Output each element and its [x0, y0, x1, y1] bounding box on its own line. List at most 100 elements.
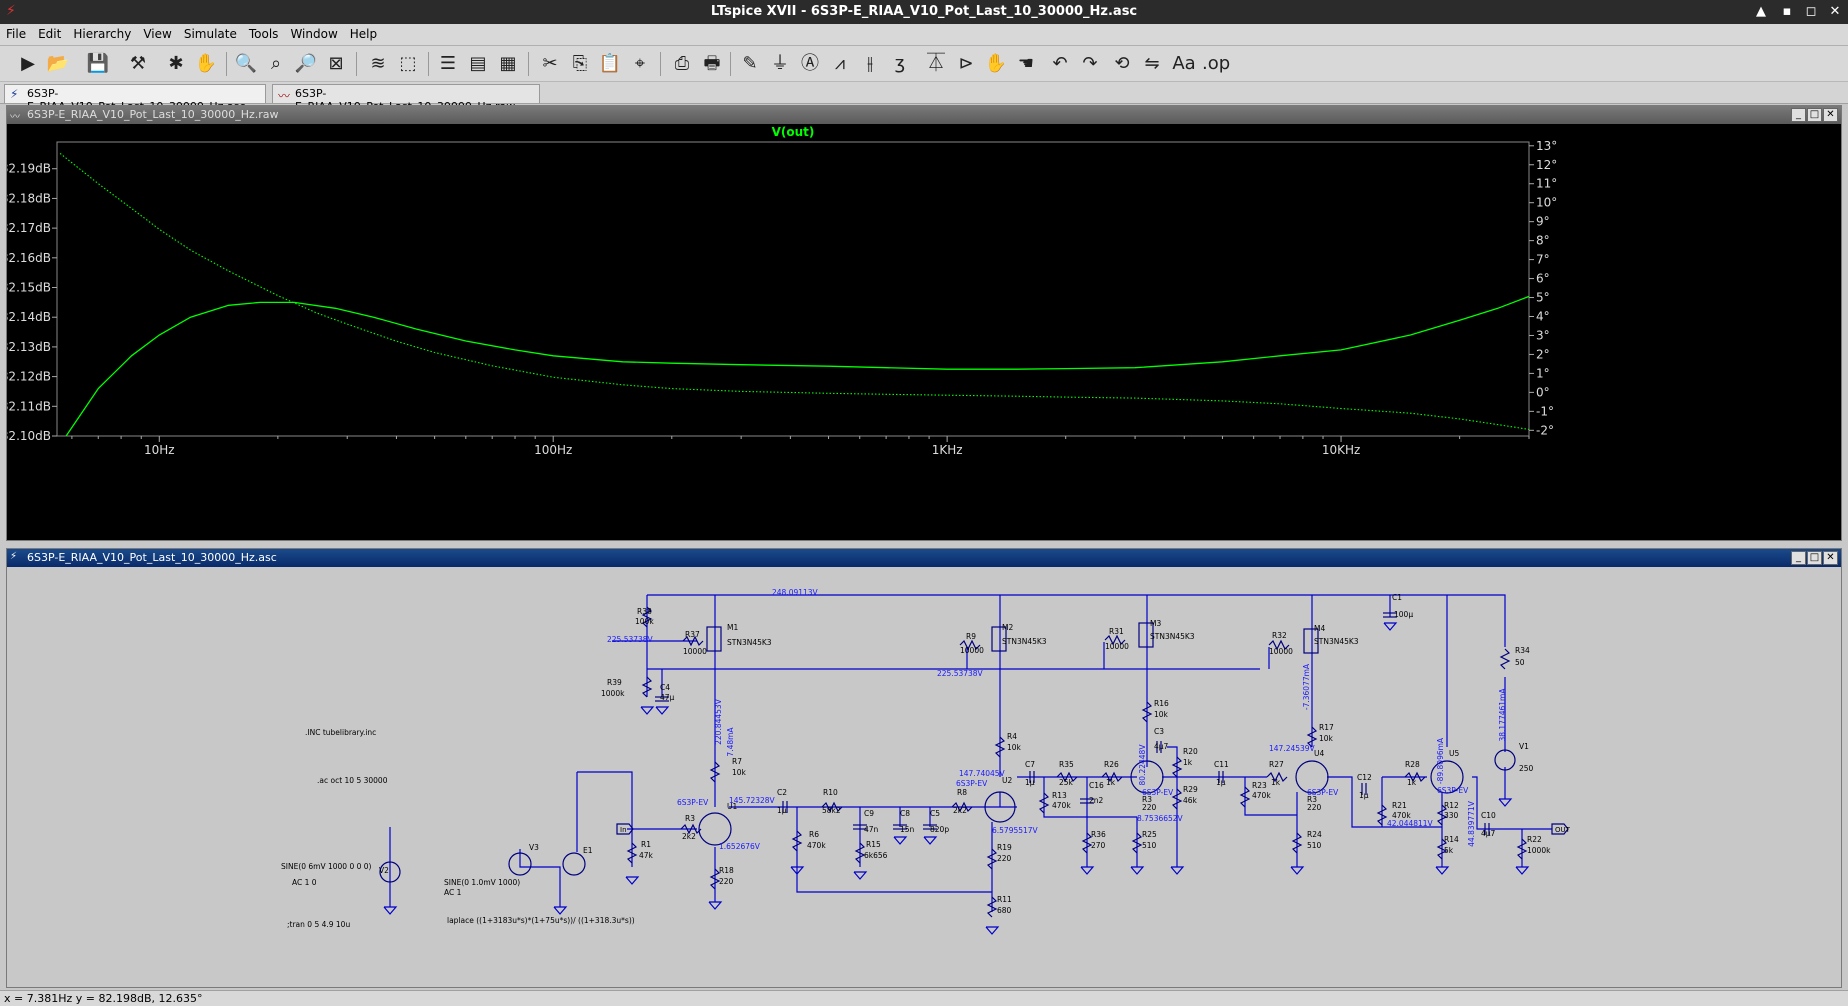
- schematic-label[interactable]: 220: [1307, 803, 1322, 812]
- schematic-label[interactable]: R6: [809, 830, 819, 839]
- schematic-label[interactable]: STN3N45K3: [1002, 637, 1047, 646]
- tube-u3[interactable]: [1130, 760, 1164, 794]
- schematic-label[interactable]: R3: [1142, 795, 1152, 804]
- plot-area[interactable]: V(out)82.19dB82.18dB82.17dB82.16dB82.15d…: [1, 124, 1841, 540]
- resistor-r32[interactable]: [1268, 639, 1290, 651]
- net-flag-out[interactable]: [1551, 823, 1569, 835]
- resistor-r24[interactable]: [1291, 832, 1303, 854]
- schematic-label[interactable]: 47µ: [660, 693, 675, 702]
- schematic-label[interactable]: 330: [1444, 811, 1459, 820]
- resistor-r38[interactable]: [641, 606, 653, 628]
- mosfet-m2[interactable]: [991, 626, 1007, 652]
- ground-icon[interactable]: [708, 901, 723, 910]
- schematic-label[interactable]: .ac oct 10 5 30000: [317, 776, 388, 785]
- schematic-label[interactable]: 10000: [1269, 647, 1293, 656]
- ground-icon[interactable]: [553, 906, 568, 915]
- resistor-r12[interactable]: [1436, 804, 1448, 826]
- resistor-r34[interactable]: [1499, 648, 1511, 670]
- tube-u2[interactable]: [984, 791, 1016, 823]
- schematic-label[interactable]: 1µ: [1216, 778, 1226, 787]
- schematic-label[interactable]: R27: [1269, 760, 1284, 769]
- ground-icon[interactable]: [1383, 622, 1398, 631]
- find-icon[interactable]: ⌖: [634, 53, 646, 74]
- ground-icon[interactable]: [985, 926, 1000, 935]
- schematic-label[interactable]: 1k: [1106, 778, 1116, 787]
- resistor-r9[interactable]: [959, 639, 981, 651]
- mosfet-m4[interactable]: [1303, 628, 1319, 654]
- cut-icon[interactable]: ✂: [542, 53, 558, 74]
- schematic-label[interactable]: 147.24539V: [1269, 744, 1316, 753]
- resistor-r27[interactable]: [1266, 771, 1288, 783]
- control-panel-icon[interactable]: ⚒: [129, 53, 147, 74]
- menu-view[interactable]: View: [143, 27, 172, 41]
- ground-icon[interactable]: [1515, 866, 1530, 875]
- menu-window[interactable]: Window: [290, 27, 338, 41]
- resistor-r25[interactable]: [1131, 832, 1143, 854]
- subwindow-maximize-icon[interactable]: □: [1807, 108, 1822, 122]
- schematic-label[interactable]: 2n2: [1089, 796, 1104, 805]
- save-icon[interactable]: 💾: [86, 53, 110, 74]
- schematic-label[interactable]: C12: [1357, 773, 1372, 782]
- menu-help[interactable]: Help: [349, 27, 378, 41]
- schematic-label[interactable]: 510: [1142, 841, 1157, 850]
- schematic-label[interactable]: U1: [727, 802, 737, 811]
- schematic-label[interactable]: 470k: [807, 841, 826, 850]
- resistor-r39[interactable]: [641, 676, 653, 698]
- schematic-label[interactable]: 6k656: [864, 851, 888, 860]
- subwindow-close-icon[interactable]: ✕: [1823, 108, 1838, 122]
- schematic-label[interactable]: 10k: [732, 768, 747, 777]
- tile-horizontal-icon[interactable]: ☰: [439, 53, 457, 74]
- schematic-label[interactable]: AC 1 0: [292, 878, 317, 887]
- schematic-label[interactable]: V2: [379, 866, 389, 875]
- schematic-label[interactable]: 10000: [683, 647, 707, 656]
- schematic-label[interactable]: 50: [1515, 658, 1525, 667]
- schematic-label[interactable]: R23: [1252, 781, 1267, 790]
- inductor-icon[interactable]: ʒ: [894, 53, 906, 74]
- subwindow-minimize-icon[interactable]: _: [1791, 108, 1806, 122]
- menu-hierarchy[interactable]: Hierarchy: [73, 27, 132, 41]
- schematic-label[interactable]: 220: [1142, 803, 1157, 812]
- schematic-voltage-label[interactable]: 80.22448V: [1138, 744, 1147, 786]
- window-minimize-icon[interactable]: ▪: [1782, 4, 1792, 19]
- resistor-r15[interactable]: [854, 842, 866, 864]
- schematic-label[interactable]: R12: [1444, 801, 1459, 810]
- schematic-label[interactable]: R3: [685, 814, 695, 823]
- schematic-label[interactable]: C1: [1392, 593, 1402, 602]
- tab-waveform[interactable]: 〰 6S3P-E_RIAA_V10_Pot_Last_10_30000_Hz.r…: [272, 84, 540, 113]
- resistor-r29[interactable]: [1171, 788, 1183, 810]
- mark-icon[interactable]: ⬚: [399, 53, 417, 74]
- resistor-r7[interactable]: [709, 761, 721, 783]
- schematic-label[interactable]: 4µ7: [1481, 829, 1496, 838]
- schematic-label[interactable]: R13: [1052, 791, 1067, 800]
- schematic-label[interactable]: R3: [1307, 795, 1317, 804]
- schematic-label[interactable]: C4: [660, 683, 670, 692]
- autorange-icon[interactable]: ≋: [370, 53, 386, 74]
- schematic-label[interactable]: 4µ7: [1154, 742, 1169, 751]
- schematic-label[interactable]: R28: [1405, 760, 1420, 769]
- schematic-label[interactable]: 1µ: [1025, 778, 1035, 787]
- schematic-label[interactable]: 2k2: [682, 832, 696, 841]
- schematic-label[interactable]: C7: [1025, 760, 1035, 769]
- resistor-r28[interactable]: [1404, 771, 1426, 783]
- print-setup-icon[interactable]: ⎙: [674, 53, 690, 74]
- schematic-label[interactable]: SINE(0 6mV 1000 0 0 0): [281, 862, 372, 871]
- ground-icon[interactable]: [1290, 866, 1305, 875]
- schematic-label[interactable]: 510: [1307, 841, 1322, 850]
- schematic-voltage-label[interactable]: 220.84453V: [714, 698, 723, 745]
- schematic-label[interactable]: R17: [1319, 723, 1334, 732]
- schematic-voltage-label[interactable]: 44.839771V: [1467, 800, 1476, 847]
- schematic-label[interactable]: C10: [1481, 811, 1496, 820]
- resistor-r35[interactable]: [1056, 771, 1078, 783]
- resistor-r20[interactable]: [1171, 756, 1183, 778]
- resistor-r16[interactable]: [1141, 701, 1153, 723]
- menu-simulate[interactable]: Simulate: [183, 27, 237, 41]
- schematic-voltage-label[interactable]: -89.8096mA: [1436, 737, 1445, 784]
- ground-icon[interactable]: [1498, 798, 1513, 807]
- schematic-label[interactable]: 470k: [1392, 811, 1411, 820]
- schematic-label[interactable]: 100µ: [1394, 610, 1413, 619]
- schematic-label[interactable]: 1k: [1271, 778, 1281, 787]
- menu-edit[interactable]: Edit: [38, 27, 62, 41]
- schematic-label[interactable]: laplace ((1+3183u*s)*(1+75u*s))/ ((1+318…: [447, 916, 635, 925]
- ground-icon[interactable]: [640, 706, 655, 715]
- schematic-label[interactable]: 10k: [1154, 710, 1169, 719]
